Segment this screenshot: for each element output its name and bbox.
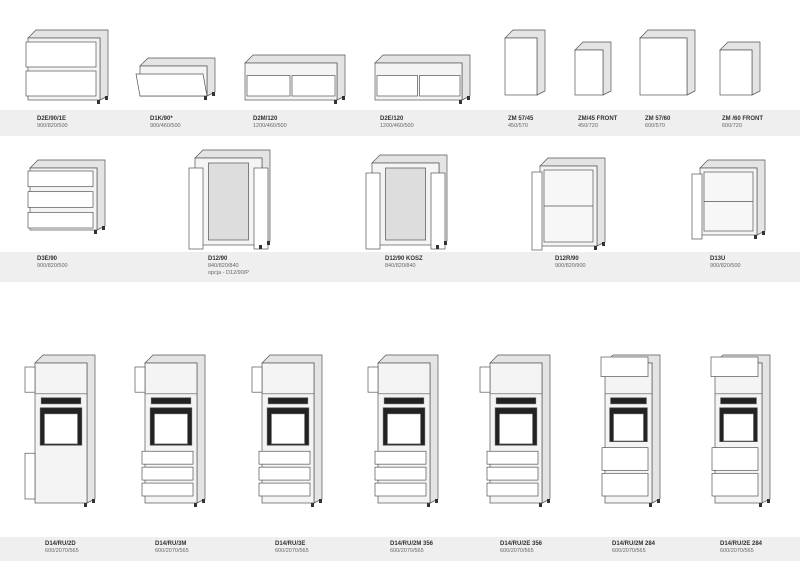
cabinet-code: D2E/90/1E: [37, 116, 67, 122]
cabinet-code: D1K/90*: [150, 116, 173, 122]
cabinet-drawing: [531, 157, 606, 251]
cabinet-drawing: [719, 41, 761, 96]
cabinet-code: D12R/90: [555, 256, 579, 262]
cabinet-option-note: opcja - D12/90/P: [208, 270, 249, 276]
cabinet-drawing: [24, 354, 96, 507]
cabinet-dimensions: 600/2070/565: [720, 548, 754, 554]
cabinet-drawing: [479, 354, 551, 507]
cabinet-dimensions: 1200/460/500: [380, 123, 414, 129]
cabinet-drawing: [691, 159, 766, 240]
cabinet-drawing: [365, 154, 448, 250]
cabinet-dimensions: 900/820/500: [37, 263, 68, 269]
cabinet-drawing: [639, 29, 696, 96]
cabinet-dimensions: 900/820/500: [710, 263, 741, 269]
cabinet-code: D14/RU/2M 284: [612, 541, 656, 547]
cabinet-code: ZM 57/60: [645, 116, 671, 122]
cabinet-dimensions: 840/820/840: [385, 263, 416, 269]
cabinet-code: D14/RU/3M: [155, 541, 187, 547]
cabinet-drawing: [244, 54, 346, 104]
cabinet-code: D14/RU/2D: [45, 541, 76, 547]
cabinet-dimensions: 600/2070/565: [45, 548, 79, 554]
cabinet-dimensions: 900/460/500: [150, 123, 181, 129]
cabinet-code: D14/RU/3E: [275, 541, 306, 547]
cabinet-drawing: [188, 149, 271, 250]
cabinet-drawing: [135, 57, 216, 100]
cabinet-code: D2M/120: [253, 116, 278, 122]
cabinet-drawing: [710, 354, 771, 507]
cabinet-code: D14/RU/2M 356: [390, 541, 434, 547]
cabinet-code: D14/RU/2E 356: [500, 541, 543, 547]
label-band-row-2: [0, 252, 800, 282]
cabinet-dimensions: 450/570: [508, 123, 528, 129]
cabinet-drawing: [504, 29, 546, 96]
cabinet-code: ZM/45 FRONT: [578, 116, 618, 122]
cabinet-dimensions: 600/2070/565: [390, 548, 424, 554]
cabinet-drawing: [251, 354, 323, 507]
cabinet-drawing: [574, 41, 612, 96]
cabinet-code: D2E/120: [380, 116, 404, 122]
cabinet-code: D12/90 KOSZ: [385, 256, 423, 262]
label-band-row-3: [0, 537, 800, 561]
cabinet-dimensions: 1200/460/500: [253, 123, 287, 129]
cabinet-code: ZM /60 FRONT: [722, 116, 764, 122]
cabinet-dimensions: 900/820/900: [555, 263, 586, 269]
cabinet-dimensions: 450/720: [578, 123, 598, 129]
cabinet-code: D13U: [710, 256, 726, 262]
cabinet-dimensions: 600/2070/565: [275, 548, 309, 554]
cabinet-code: ZM 57/45: [508, 116, 534, 122]
cabinet-dimensions: 600/2070/565: [155, 548, 189, 554]
cabinet-drawing: [25, 29, 109, 104]
cabinet-drawing: [27, 159, 106, 234]
cabinet-dimensions: 840/820/840: [208, 263, 239, 269]
cabinet-drawing: [134, 354, 206, 507]
cabinet-drawing: [374, 54, 471, 104]
cabinet-dimensions: 600/570: [645, 123, 665, 129]
cabinet-code: D14/RU/2E 284: [720, 541, 763, 547]
label-band-row-1: [0, 110, 800, 136]
cabinet-dimensions: 600/2070/565: [500, 548, 534, 554]
cabinet-code: D12/90: [208, 256, 228, 262]
cabinet-dimensions: 600/2070/565: [612, 548, 646, 554]
cabinet-dimensions: 900/820/500: [37, 123, 68, 129]
cabinet-code: D3E/90: [37, 256, 58, 262]
cabinet-dimensions: 600/720: [722, 123, 742, 129]
cabinet-drawing: [600, 354, 661, 507]
cabinet-drawing: [367, 354, 439, 507]
